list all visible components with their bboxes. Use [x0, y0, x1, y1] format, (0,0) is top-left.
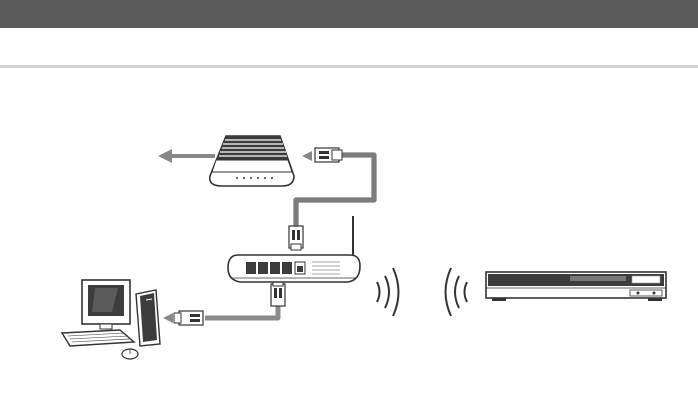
cable-router-to-computer [205, 298, 278, 318]
arrow-left-icon [158, 149, 215, 163]
cable-router-to-modem [296, 155, 374, 228]
wifi-waves-icon [446, 268, 468, 316]
media-player-icon [486, 272, 666, 301]
arrow-left-icon [163, 313, 173, 323]
lan-cable-plug-icon [289, 226, 303, 250]
arrow-left-icon [302, 151, 312, 161]
lan-cable-plug-icon [315, 148, 342, 162]
wifi-waves-icon [377, 268, 399, 316]
modem-icon [210, 136, 294, 186]
desktop-computer-icon [62, 280, 160, 359]
lan-cable-plug-icon [271, 280, 285, 306]
lan-cable-plug-icon [174, 311, 203, 325]
